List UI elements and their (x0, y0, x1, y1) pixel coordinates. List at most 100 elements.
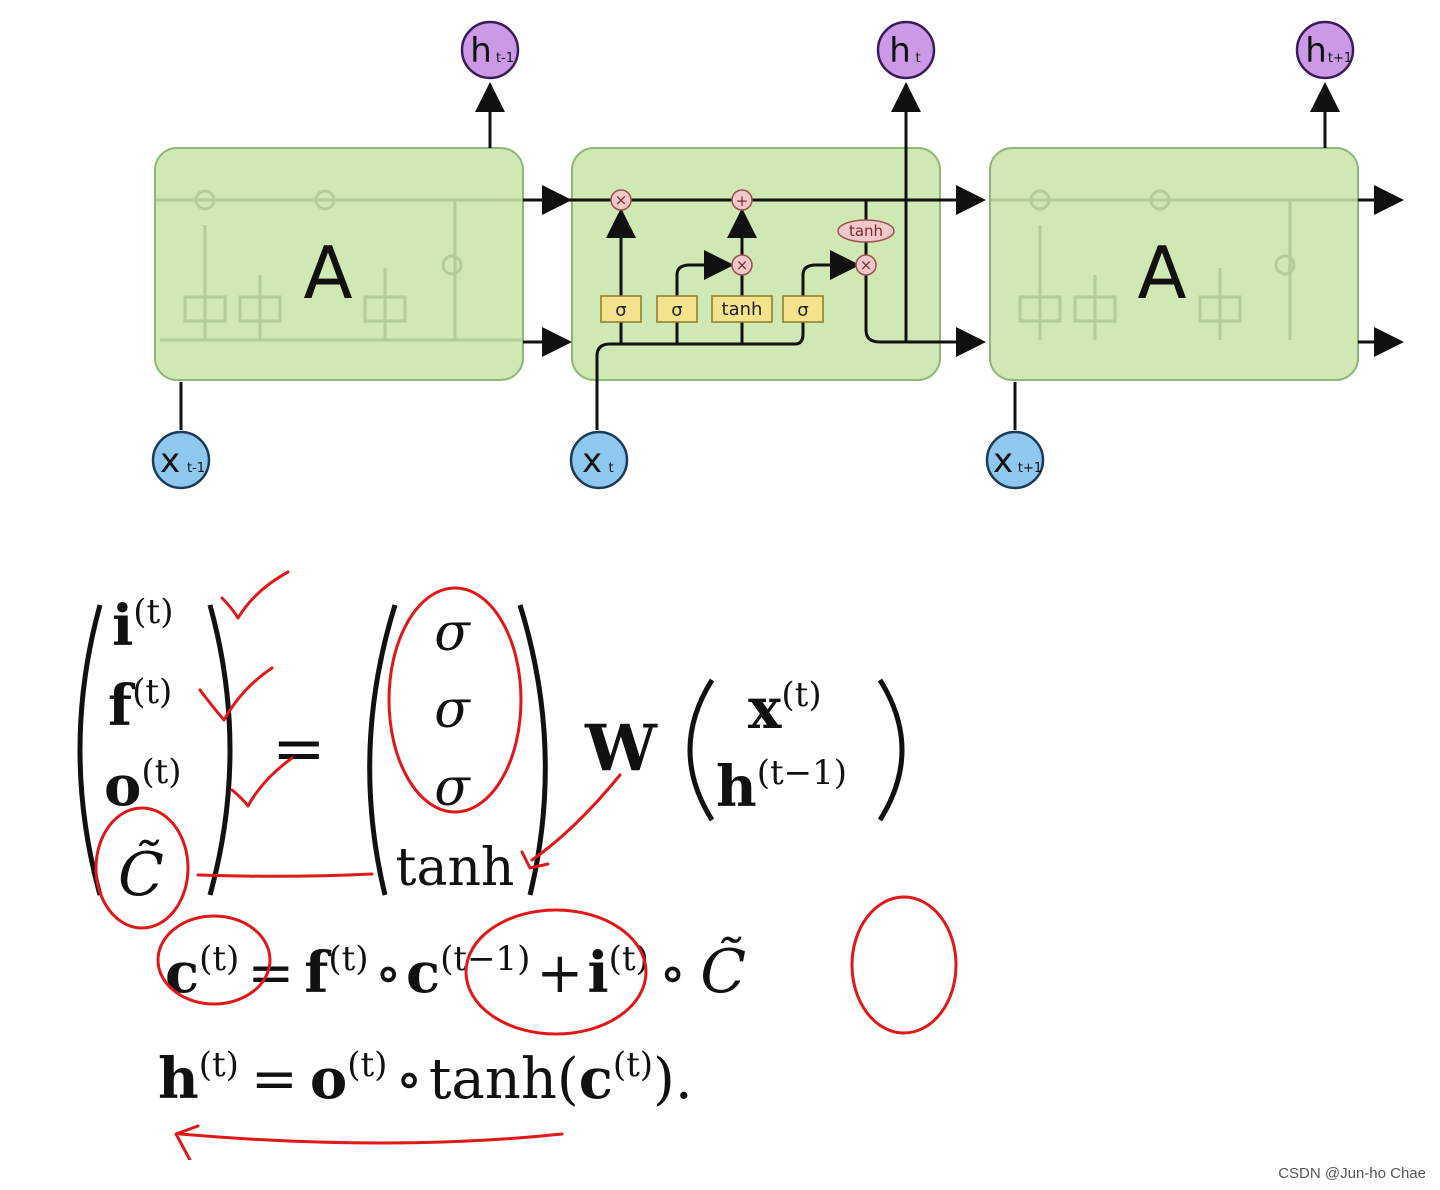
svg-text:h(t)=o(t)∘tanh(c(t)).: h(t)=o(t)∘tanh(c(t)). (158, 1045, 693, 1112)
output-node-left: h t-1 (460, 20, 520, 80)
op-add-symbol: + (736, 192, 749, 210)
cell-update-i: i (587, 940, 608, 1006)
gate-output-label: σ (797, 300, 808, 321)
gate-input-label: σ (671, 300, 682, 321)
hidden-update-equals: = (251, 1047, 298, 1112)
svg-text:h(t−1): h(t−1) (716, 753, 847, 820)
cell-update-f-sup: (t) (328, 939, 368, 979)
input-node-right-sub: t+1 (1018, 461, 1042, 476)
cell-update-equals: = (247, 941, 294, 1006)
input-vector: x(t) h(t−1) (716, 675, 847, 820)
cell-update-f: f (304, 940, 332, 1006)
svg-text:i(t): i(t) (112, 592, 173, 659)
op-input-multiply-symbol: × (736, 256, 749, 274)
output-node-middle-label: h (889, 31, 911, 71)
watermark: CSDN @Jun-ho Chae (1278, 1165, 1426, 1182)
lstm-chain-diagram: A (151, 20, 1404, 490)
gate-forget-label: σ (615, 300, 626, 321)
gate-o-sup: (t) (141, 752, 181, 792)
op-add: + (731, 189, 753, 211)
gate-output: σ (782, 295, 824, 323)
cell-update-lhs-sup: (t) (199, 939, 239, 979)
svg-text:t-1: t-1 (187, 461, 205, 476)
op-tanh: tanh (837, 219, 895, 243)
gate-f-sup: (t) (132, 672, 172, 712)
gate-i-sup: (t) (133, 592, 173, 632)
gate-c-tilde: C̃ (118, 839, 164, 910)
gate-forget: σ (600, 295, 642, 323)
input-node-left-sub: t-1 (187, 461, 205, 476)
input-node-middle: x t (569, 430, 629, 490)
hidden-update-o-sup: (t) (347, 1045, 387, 1085)
output-node-right-sub: t+1 (1328, 51, 1352, 66)
handwritten-annotations (94, 570, 958, 1160)
cell-update-circ-2: ∘ (659, 941, 686, 1006)
cell-update-circ-1: ∘ (375, 941, 402, 1006)
gate-input: σ (656, 295, 698, 323)
svg-text:c(t)=f(t)∘c(t−1)+i(t)∘C̃: c(t)=f(t)∘c(t−1)+i(t)∘C̃ (165, 936, 746, 1007)
input-x: x (748, 676, 782, 742)
cell-update-plus: + (536, 941, 583, 1006)
hidden-update-equation: h(t)=o(t)∘tanh(c(t)). (158, 1045, 693, 1112)
svg-text:x: x (160, 441, 180, 481)
svg-text:t-1: t-1 (496, 51, 514, 66)
output-node-left-sub: t-1 (496, 51, 514, 66)
svg-text:t+1: t+1 (1018, 461, 1042, 476)
svg-text:f(t): f(t) (108, 672, 172, 739)
hidden-update-c: c (579, 1046, 613, 1112)
input-node-left-label: x (160, 441, 180, 481)
cell-update-c-prev: c (406, 940, 440, 1006)
output-node-middle-sub: t (915, 51, 920, 66)
input-h: h (716, 754, 757, 820)
cell-update-i-sup: (t) (609, 939, 649, 979)
hidden-update-tanh: tanh( (429, 1047, 579, 1112)
cell-label-right: A (1137, 231, 1186, 315)
output-node-right: h t+1 (1295, 20, 1355, 80)
input-x-sup: (t) (781, 675, 821, 715)
activation-tanh: tanh (396, 838, 515, 898)
hidden-update-lhs: h (158, 1046, 199, 1112)
op-tanh-label: tanh (849, 222, 883, 240)
cell-update-c-tilde: C̃ (700, 936, 746, 1007)
svg-text:h: h (470, 31, 492, 71)
hidden-update-circ: ∘ (395, 1047, 422, 1112)
svg-text:h: h (889, 31, 911, 71)
gate-candidate: tanh (711, 295, 773, 323)
output-node-left-label: h (470, 31, 492, 71)
gate-vector: i(t) f(t) o(t) C̃ (104, 592, 182, 910)
cell-label-left: A (303, 231, 352, 315)
lstm-cell-right: A (989, 147, 1359, 381)
op-input-multiply: × (731, 254, 753, 276)
op-output-multiply-symbol: × (860, 256, 873, 274)
gate-i: i (112, 593, 133, 659)
gate-f: f (108, 673, 136, 739)
activation-sigma-1: σ (434, 603, 471, 663)
hidden-update-close: ). (653, 1047, 693, 1112)
weight-matrix: W (584, 711, 658, 786)
gate-candidate-label: tanh (722, 299, 763, 320)
output-node-middle: h t (876, 20, 936, 80)
hidden-update-c-sup: (t) (613, 1045, 653, 1085)
output-node-right-label: h (1305, 31, 1327, 71)
lstm-cell-middle: σ σ tanh σ × + × tanh (523, 82, 986, 430)
input-h-sup: (t−1) (757, 753, 847, 793)
input-node-right-label: x (993, 441, 1013, 481)
svg-text:t+1: t+1 (1328, 51, 1352, 66)
activation-vector: σ σ σ tanh (396, 603, 515, 898)
input-node-middle-sub: t (608, 461, 613, 476)
lstm-cell-left: A (154, 147, 524, 381)
op-output-multiply: × (855, 254, 877, 276)
op-forget-multiply-symbol: × (615, 191, 628, 209)
equals-sign: = (272, 712, 326, 786)
svg-text:x: x (993, 441, 1013, 481)
svg-text:h: h (1305, 31, 1327, 71)
svg-text:o(t): o(t) (104, 752, 182, 819)
input-node-middle-label: x (582, 441, 602, 481)
hidden-update-o: o (310, 1046, 347, 1112)
cell-update-equation: c(t)=f(t)∘c(t−1)+i(t)∘C̃ (165, 936, 746, 1007)
hidden-update-lhs-sup: (t) (199, 1045, 239, 1085)
svg-text:t: t (608, 461, 613, 476)
cell-update-c-prev-sup: (t−1) (440, 939, 530, 979)
op-forget-multiply: × (610, 189, 632, 211)
activation-sigma-2: σ (434, 680, 471, 740)
